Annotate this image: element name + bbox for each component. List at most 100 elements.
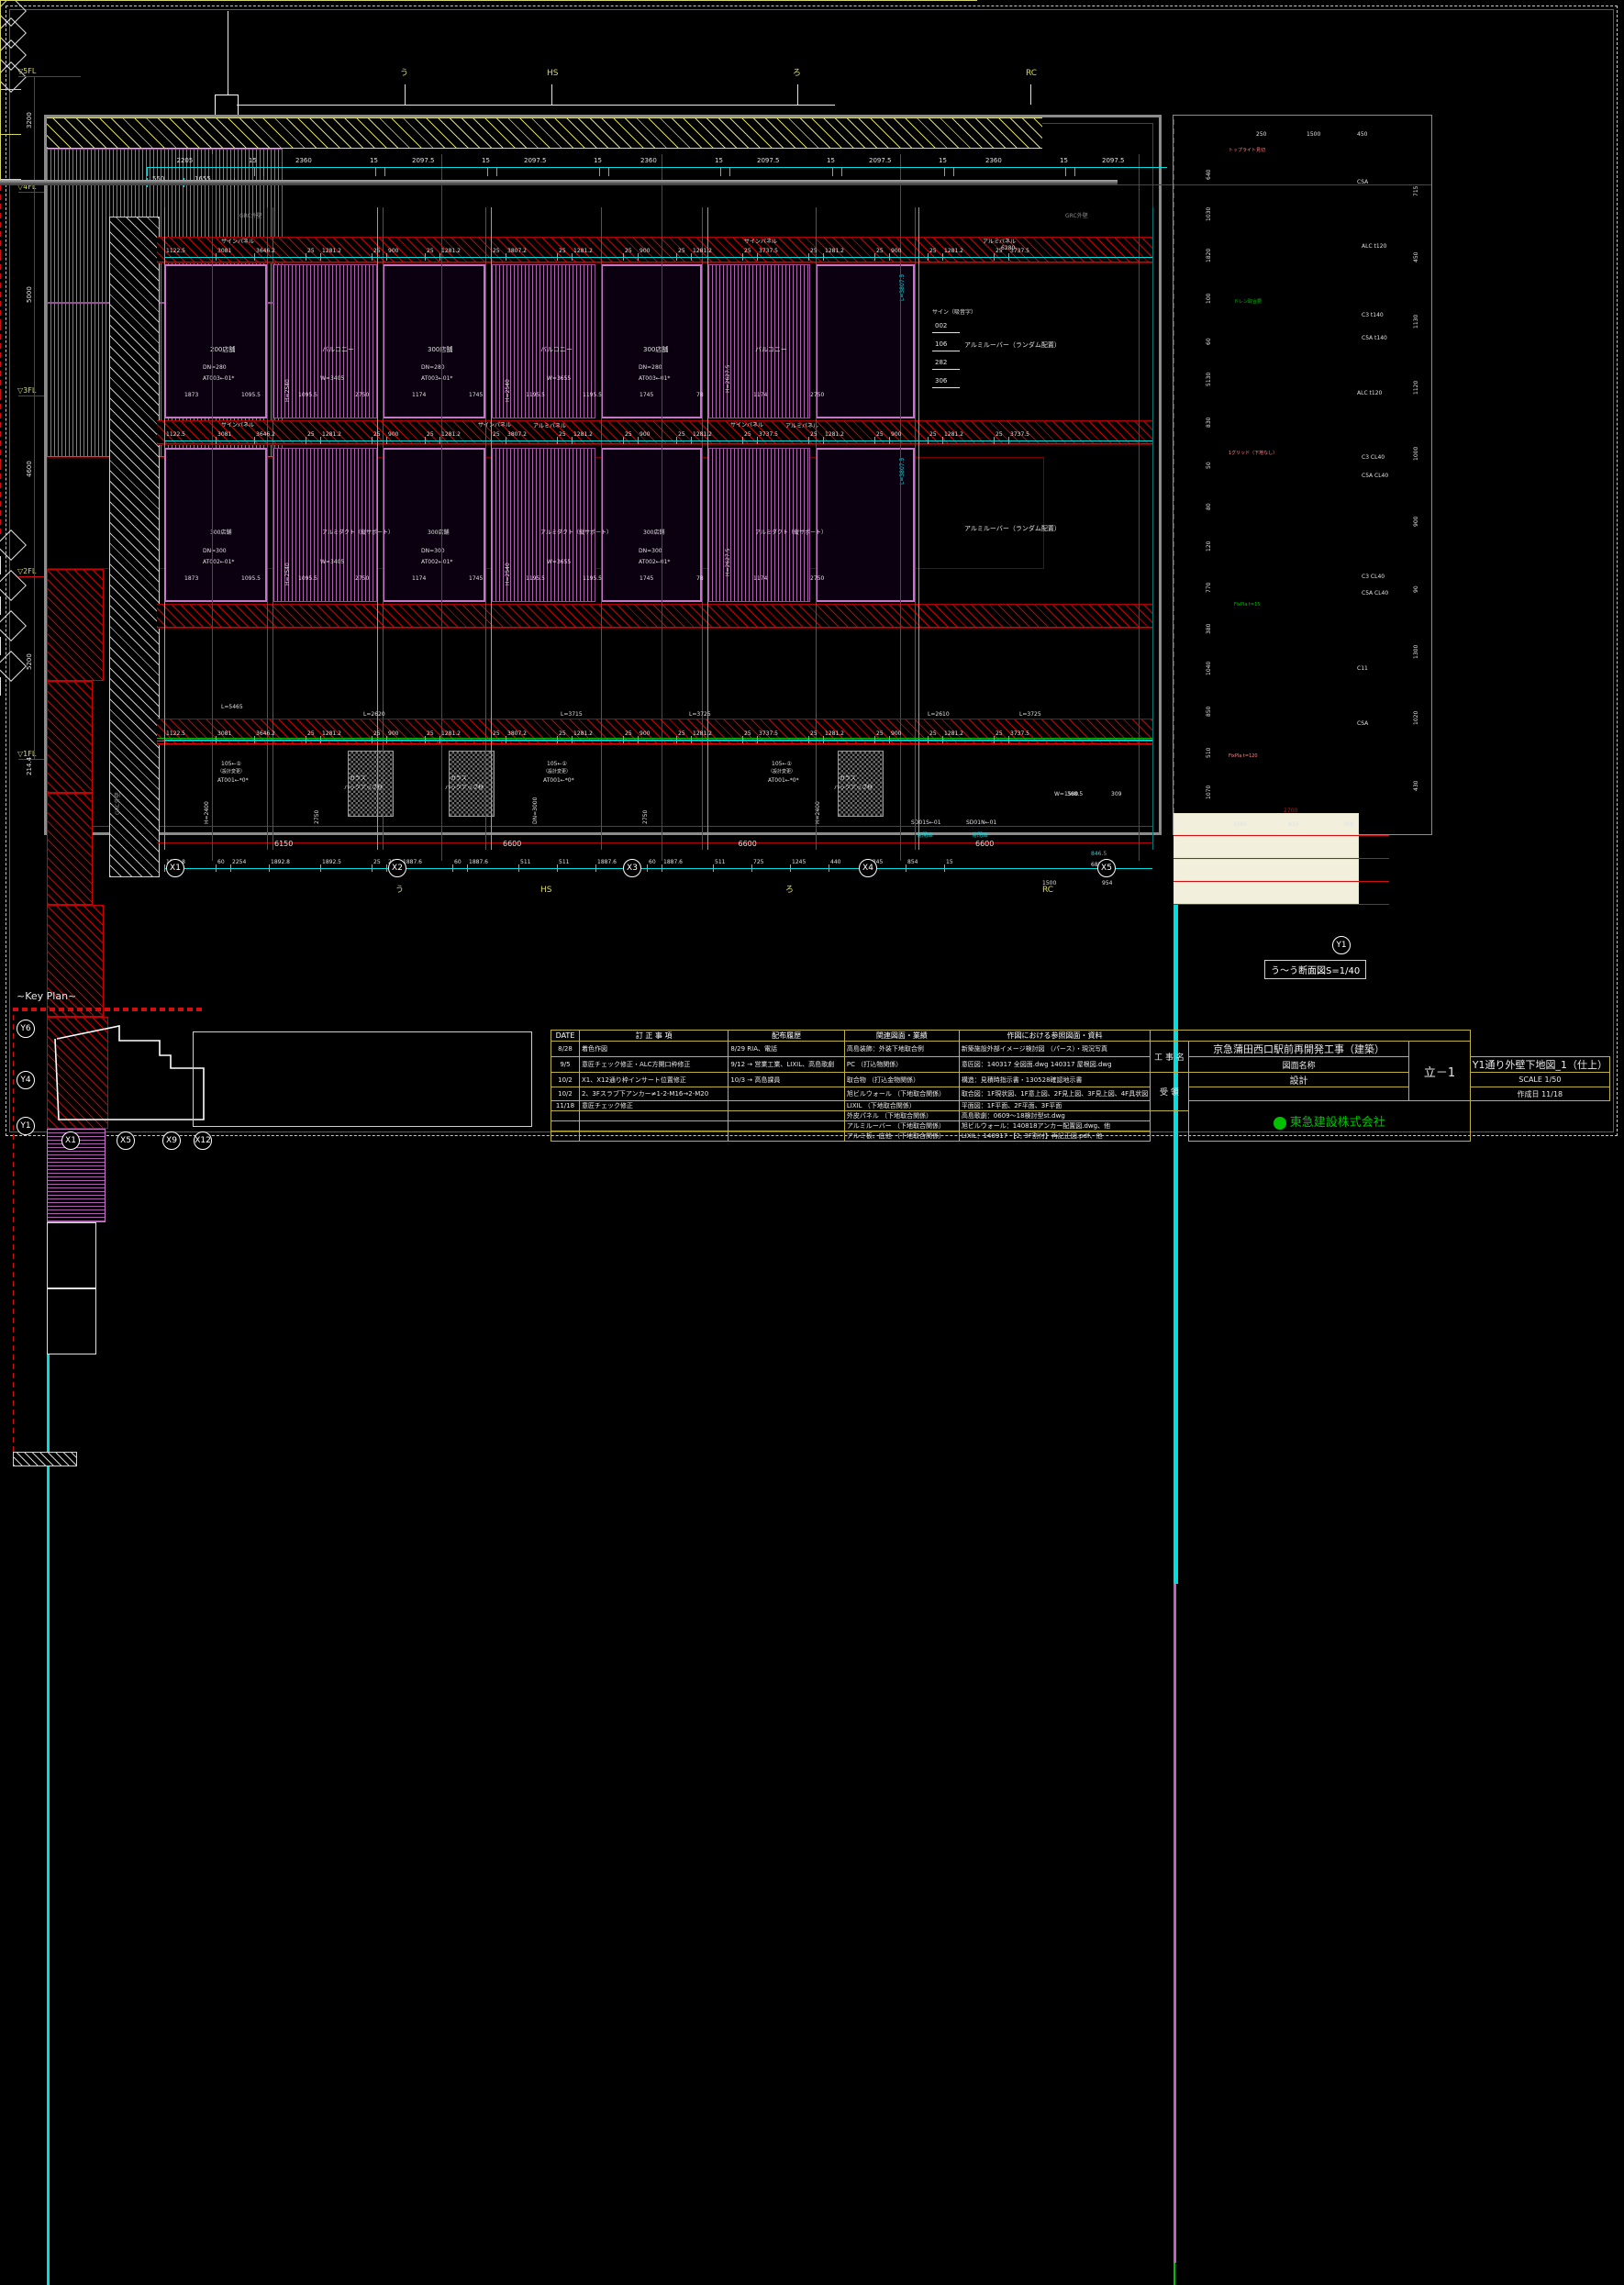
company-label: 東急建設株式会社 — [1289, 1116, 1385, 1130]
mullion-major-0 — [47, 1354, 50, 1997]
sect-slab-2 — [1174, 859, 1359, 881]
top-dim2-1: 1655 — [195, 175, 211, 183]
mid-dim-band-1-9: 25 — [493, 248, 500, 254]
rev-desc-4: 意匠チェック修正 — [578, 1100, 729, 1111]
kp-grid-bubble-X1[interactable]: X1 — [61, 1131, 80, 1150]
mid-dim-band-3-5: 25 — [373, 730, 381, 737]
dist-2: 10/3 → 高島課員 — [728, 1072, 845, 1087]
gf-h-3: DN=3000 — [532, 797, 539, 824]
sect-note-0: トップライト見切 — [1229, 148, 1266, 153]
foundation-notch-a-1 — [0, 90, 1, 112]
grc-wall-label: GRC外壁 — [115, 792, 121, 815]
glass-backup-lbl-b-0: バックアップ材 — [344, 785, 384, 791]
mid-dim-band-3-tick-5 — [372, 736, 373, 743]
mid-dim-band-3-tick-0 — [164, 736, 165, 743]
mid-dim-band-2-8: 1281.2 — [441, 431, 461, 438]
mid-dim-band-3-tick-9 — [491, 736, 492, 743]
sect-slab-1 — [1174, 836, 1359, 858]
gf-spec-105-1: 105←① — [547, 761, 567, 767]
low-dim-band-tick-17 — [790, 864, 791, 872]
kp-grid-bubble-X12[interactable]: X12 — [194, 1131, 212, 1150]
sect-panel-edge — [1174, 1584, 1176, 2263]
sign-value-1: 106 — [935, 340, 948, 348]
sect-comp-label-9: C11 — [1357, 665, 1368, 672]
glass-backup-lbl-a-0: ガラス — [350, 775, 366, 782]
door-code-1: SD01S←01 — [911, 819, 941, 826]
curtainwall-bay-lower-2 — [383, 448, 485, 602]
mid-dim-band-1-14: 900 — [640, 248, 651, 254]
sect-comp-label-1: ALC t120 — [1362, 243, 1387, 250]
mid-dim-band-2-23: 25 — [929, 431, 937, 438]
kp-grid-bubble-Y6[interactable]: Y6 — [17, 1020, 35, 1038]
extra-l2610: L=2610 — [928, 711, 950, 718]
rev-date-6 — [551, 1120, 580, 1131]
rev-desc-0: 着色作図 — [578, 1041, 729, 1057]
low-dim-band-17: 1245 — [792, 859, 806, 865]
door-note-2: 常閉扉 — [972, 832, 989, 839]
low-dim-band-4: 1892.5 — [322, 859, 341, 865]
grid-bubble-Y1[interactable]: Y1 — [1332, 936, 1351, 954]
panel-dim-l-1: 1095.5 — [241, 575, 261, 582]
design-signature-cells[interactable] — [1187, 1087, 1410, 1101]
panel-dim-u-1: 1095.5 — [241, 392, 261, 398]
mid-dim-band-2-tick-21 — [874, 437, 875, 444]
sect-slab-0 — [1174, 813, 1359, 835]
sect-dim-right-6: 90 — [1413, 585, 1419, 593]
mid-dim-band-1-12: 1281.2 — [573, 248, 593, 254]
mid-dim-band-3-22: 900 — [891, 730, 902, 737]
panel-dim-u-5: 1745 — [469, 392, 484, 398]
kp-grid-bubble-X5[interactable]: X5 — [117, 1131, 135, 1150]
mid-dim-band-1-24: 1281.2 — [944, 248, 963, 254]
alum-panel-top-0: アルミパネル — [983, 239, 1016, 245]
dist-1: 9/12 → 営業工業、LIXIL、高島歌劇 — [728, 1056, 845, 1073]
mid-dim-band-3-18: 3737.5 — [759, 730, 778, 737]
low-dim-band-tick-20 — [906, 864, 907, 872]
mid-dim-band-3-23: 25 — [929, 730, 937, 737]
sect-comp-label-7: C3 CL40 — [1362, 574, 1385, 580]
top-dim-7: 15 — [594, 157, 602, 164]
mid-dim-band-1-tick-4 — [320, 253, 321, 261]
sect-dim-left-7: 50 — [1206, 462, 1212, 469]
sect-top-dim-0: 250 — [1256, 131, 1267, 138]
bay-w-2: W=3655 — [547, 375, 572, 382]
bay-label-lower-4: 300店舗 — [643, 529, 665, 536]
panel-dim-l-6: 1195.5 — [526, 575, 545, 582]
mid-dim-band-2-base — [164, 440, 1152, 441]
mid-dim-band-2-26: 3737.5 — [1010, 431, 1029, 438]
floor-guide-0 — [157, 237, 1152, 238]
left-dim-20: 214.4 — [26, 756, 33, 775]
mid-dim-band-2-tick-26 — [1008, 437, 1009, 444]
mid-dim-band-1-6: 900 — [388, 248, 399, 254]
mid-dim-band-1-tick-5 — [372, 253, 373, 261]
kp-grid-bubble-Y4[interactable]: Y4 — [17, 1071, 35, 1089]
low-dim-band-12: 1887.6 — [597, 859, 617, 865]
rev-date-1: 9/5 — [551, 1056, 580, 1073]
grid-chain-bot-0 — [0, 185, 1, 255]
mid-dim-band-2-tick-23 — [928, 437, 929, 444]
top-dim-15: 15 — [1060, 157, 1068, 164]
slab-band-2 — [157, 604, 1152, 628]
related-6: アルミルーバー （下地取合関係） — [843, 1120, 960, 1131]
section-marker-bot-leader-1 — [0, 596, 1, 615]
alum-louver-label-upper: アルミルーバー（ランダム配置） — [964, 341, 1061, 349]
kp-grid-bubble-Y1[interactable]: Y1 — [17, 1117, 35, 1135]
kp-grid-bubble-X9[interactable]: X9 — [162, 1131, 181, 1150]
rev-date-7 — [551, 1131, 580, 1142]
sect-mullion — [1174, 905, 1178, 1584]
extra-6835: 683.5 — [1091, 862, 1107, 868]
top-dim-baseline — [147, 167, 1167, 168]
mid-dim-band-2-4: 1281.2 — [322, 431, 341, 438]
sect-dim-left-4: 60 — [1206, 338, 1212, 345]
kp-grid-v-3 — [13, 1342, 14, 1452]
title-block[interactable]: DATE 訂 正 事 項 配布履歴 関連図面・業績 作図における参照図面・資料 … — [551, 1030, 1611, 1142]
low-dim-band-18: 440 — [830, 859, 841, 865]
mullion-13 — [1152, 207, 1153, 850]
mid-dim-band-2-6: 900 — [388, 431, 399, 438]
low-dim-band-base — [164, 868, 1152, 869]
mid-dim-band-1-13: 25 — [625, 248, 632, 254]
